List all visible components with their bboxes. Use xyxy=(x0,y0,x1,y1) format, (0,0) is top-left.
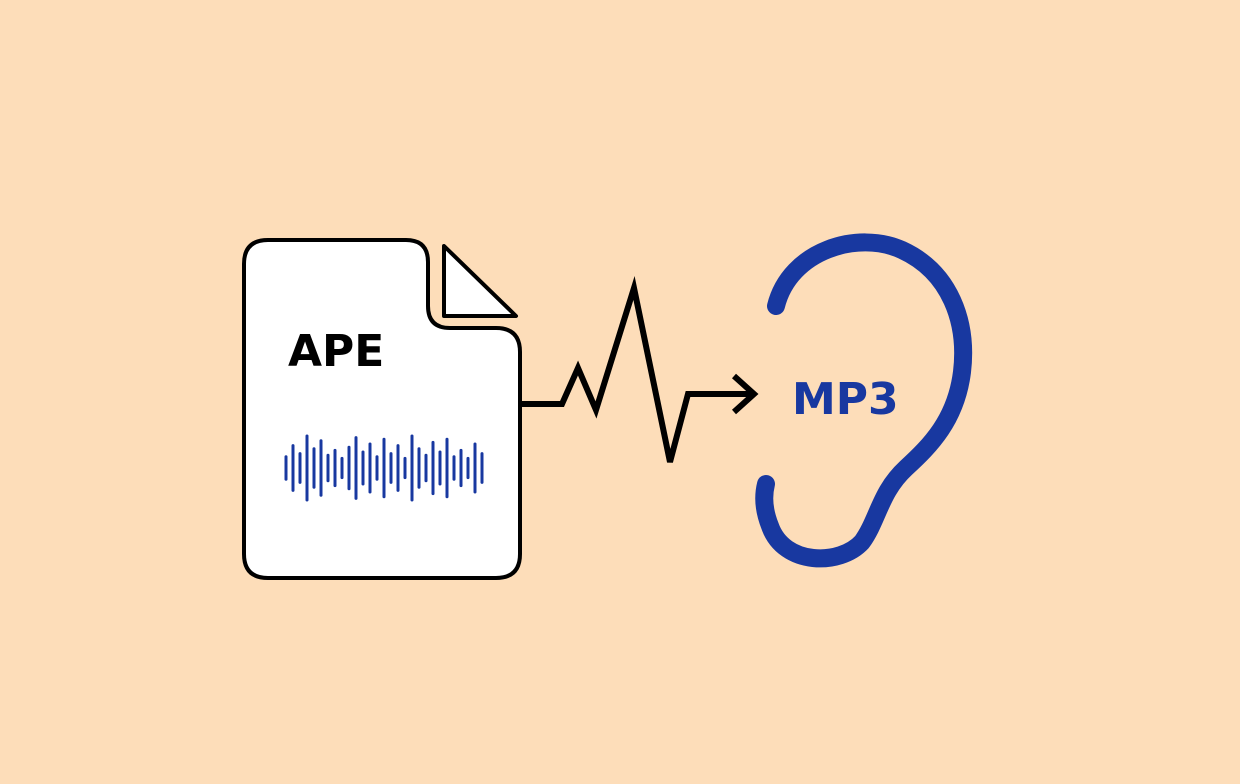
file-corner-fold-icon xyxy=(442,244,518,318)
audio-file-icon: APE xyxy=(242,238,522,580)
ear-icon: MP3 xyxy=(755,233,973,568)
source-format-label: APE xyxy=(288,326,384,377)
file-body xyxy=(242,238,522,580)
arrowhead-icon xyxy=(731,373,759,415)
target-format-label: MP3 xyxy=(792,374,899,425)
zigzag-arrow-icon xyxy=(522,276,759,463)
signal-zigzag-line xyxy=(522,276,752,463)
ear-outline xyxy=(755,233,973,568)
sound-waveform-icon xyxy=(284,434,484,502)
